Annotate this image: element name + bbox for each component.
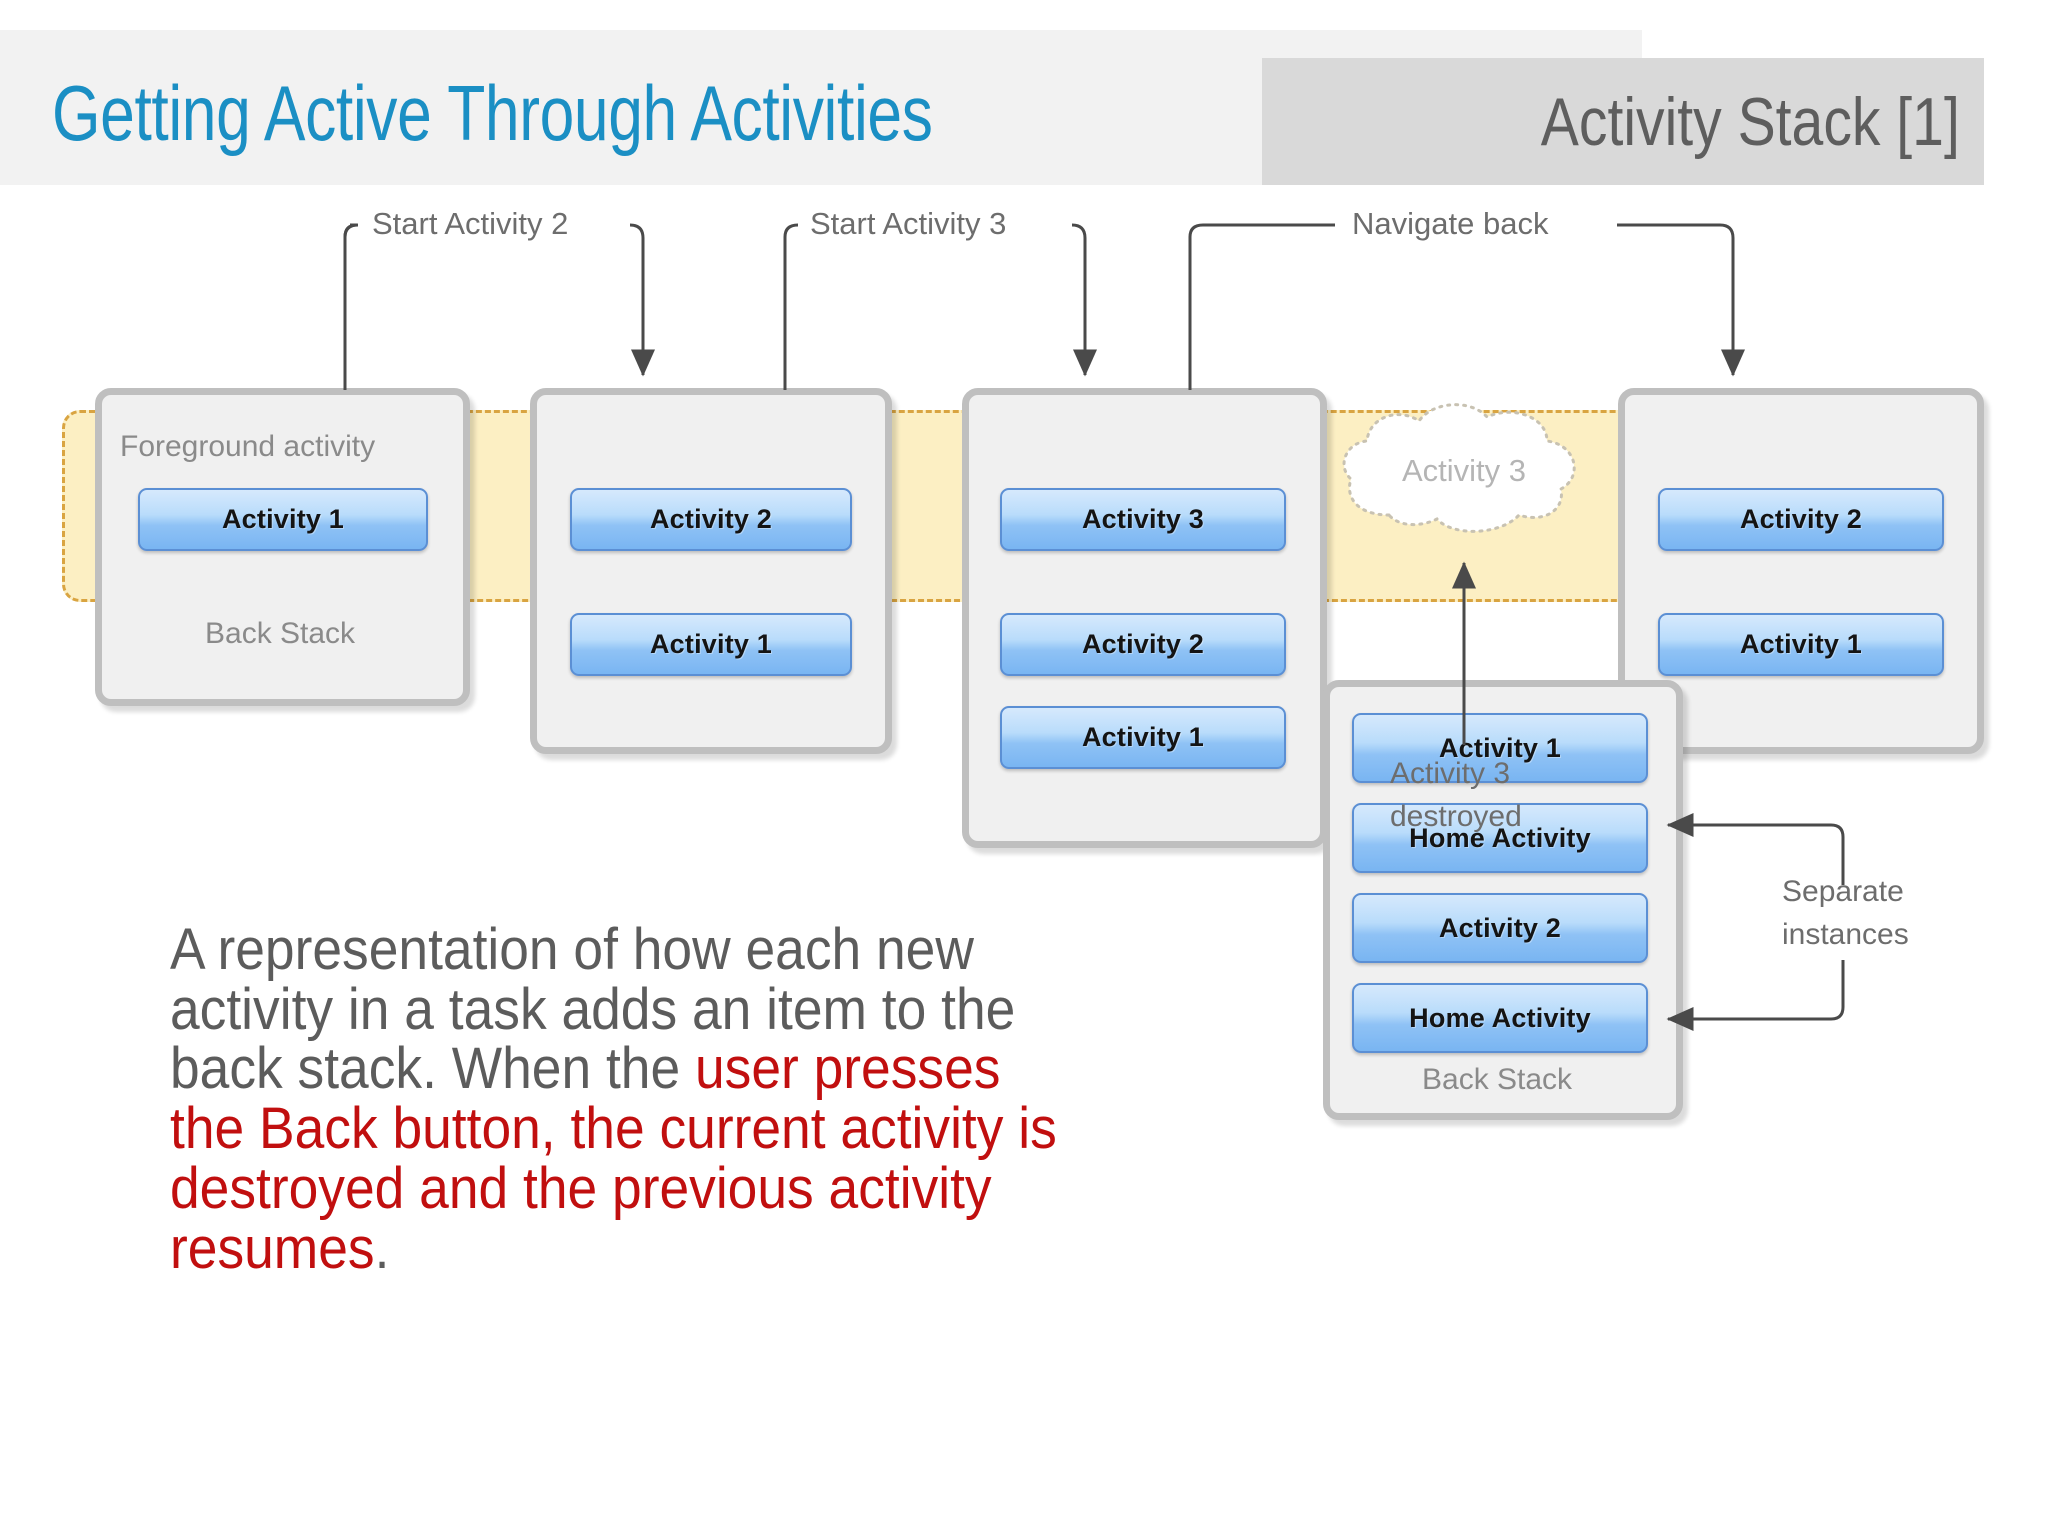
activity-chip[interactable]: Activity 2 — [1000, 613, 1286, 676]
body-line-3: back stack. When the user presses — [170, 1039, 1072, 1099]
cloud-icon — [1342, 403, 1576, 533]
activity-chip[interactable]: Activity 2 — [570, 488, 852, 551]
activity-chip[interactable]: Home Activity — [1352, 803, 1648, 873]
back-stack-label: Back Stack — [205, 617, 356, 650]
body-line-3-highlight: user presses — [694, 1036, 1001, 1102]
annotation-start-activity-3: Start Activity 3 — [810, 206, 1007, 241]
activity-chip[interactable]: Home Activity — [1352, 983, 1648, 1053]
body-line-6: resumes. — [170, 1215, 1072, 1281]
body-line-5: destroyed and the previous activity — [170, 1159, 1072, 1219]
destroyed-activity-cloud: Activity 3 — [1333, 397, 1595, 549]
activity-stack-diagram: Foreground activity Activity 1 Back Stac… — [0, 185, 2048, 1536]
body-line-6-highlight: resumes — [170, 1215, 375, 1281]
annotation-separate-instances-line2: instances — [1782, 918, 1909, 951]
activity-chip[interactable]: Activity 2 — [1658, 488, 1944, 551]
back-stack-label: Back Stack — [1422, 1063, 1573, 1096]
body-line-2-text: activity in a task adds an item to the — [170, 976, 1016, 1042]
activity-chip[interactable]: Activity 2 — [1352, 893, 1648, 963]
body-line-1-text: A representation of how each new — [170, 917, 974, 982]
activity-chip[interactable]: Activity 1 — [1658, 613, 1944, 676]
body-line-1: A representation of how each new — [170, 920, 1072, 980]
body-line-3-plain: back stack. When the — [170, 1036, 695, 1102]
header-dark-band — [1262, 58, 1984, 185]
body-line-5-highlight: destroyed and the previous activity — [170, 1155, 992, 1221]
annotation-start-activity-2: Start Activity 2 — [372, 206, 569, 241]
activity-chip[interactable]: Activity 1 — [1352, 713, 1648, 783]
activity-chip[interactable]: Activity 3 — [1000, 488, 1286, 551]
body-line-2: activity in a task adds an item to the — [170, 976, 1072, 1042]
body-paragraph: A representation of how each new activit… — [170, 920, 1072, 1340]
slide-subtitle: Activity Stack [1] — [1300, 58, 1960, 185]
annotation-activity-3-destroyed-line2: destroyed — [1390, 800, 1522, 833]
back-stack-panel-2 — [530, 388, 892, 754]
foreground-activity-label: Foreground activity — [120, 430, 376, 463]
annotation-separate-instances-line1: Separate — [1782, 875, 1904, 908]
activity-chip[interactable]: Activity 1 — [1000, 706, 1286, 769]
body-line-6-period: . — [374, 1215, 390, 1281]
annotation-activity-3-destroyed-line1: Activity 3 — [1390, 757, 1511, 790]
body-line-4-highlight: the Back button, the current activity is — [170, 1096, 1057, 1162]
cloud-label: Activity 3 — [1401, 453, 1527, 488]
activity-chip[interactable]: Activity 1 — [570, 613, 852, 676]
page-title: Getting Active Through Activities — [52, 68, 933, 157]
slide-subtitle-text: Activity Stack [1] — [1540, 83, 1960, 160]
annotation-navigate-back: Navigate back — [1352, 206, 1549, 241]
body-line-4: the Back button, the current activity is — [170, 1099, 1072, 1159]
activity-chip[interactable]: Activity 1 — [138, 488, 428, 551]
